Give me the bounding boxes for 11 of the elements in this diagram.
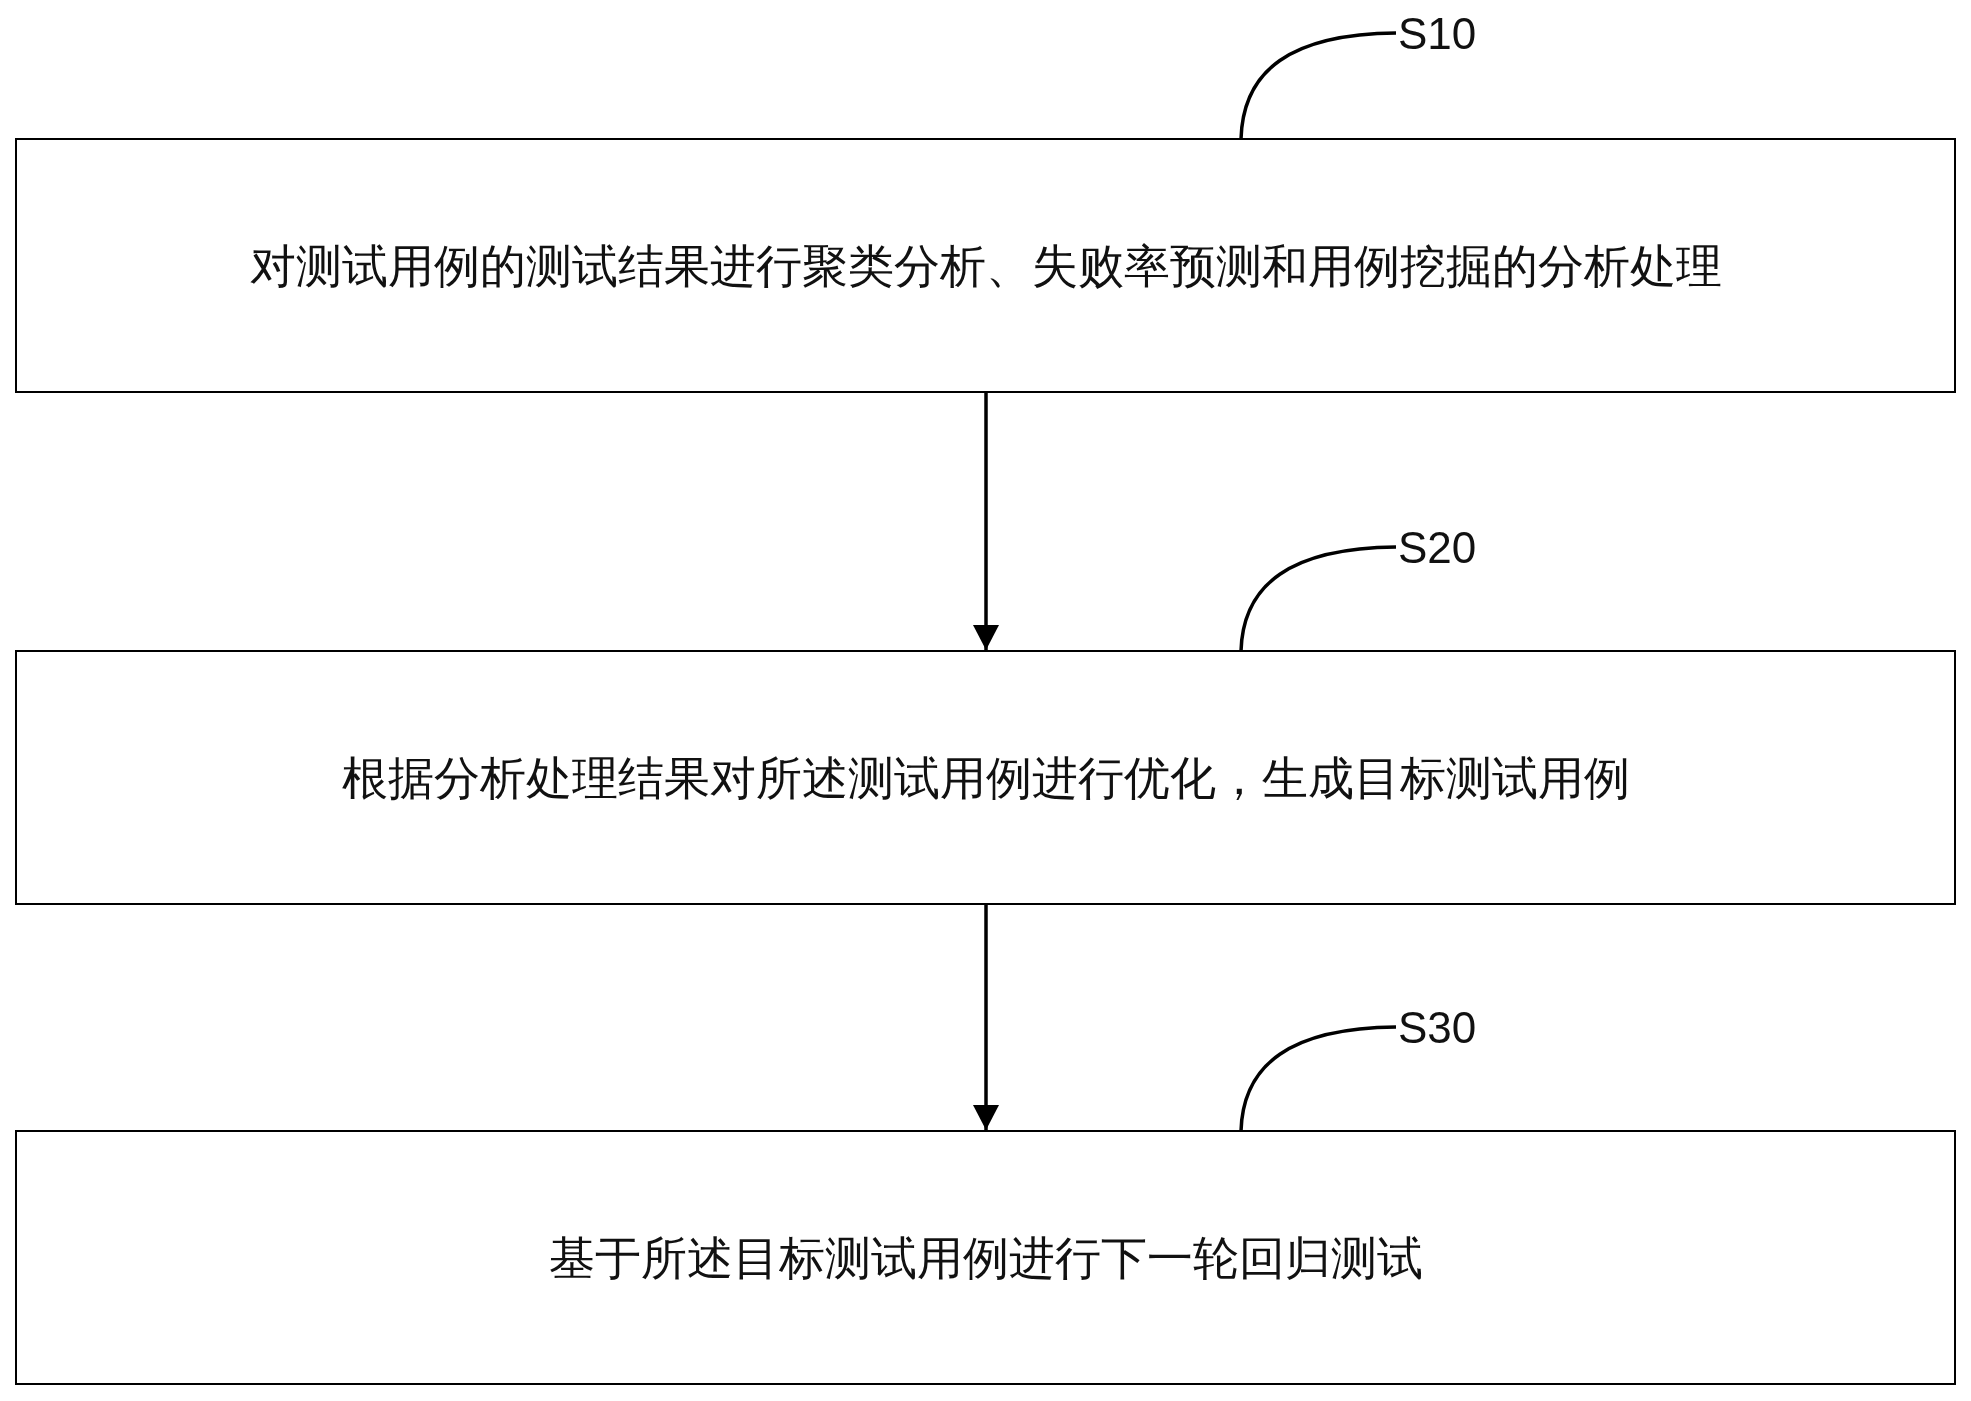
leader-line bbox=[1239, 1025, 1397, 1132]
arrow bbox=[973, 393, 999, 650]
leader-line bbox=[1239, 31, 1397, 140]
process-box: 对测试用例的测试结果进行聚类分析、失败率预测和用例挖掘的分析处理 bbox=[15, 138, 1956, 393]
process-box: 基于所述目标测试用例进行下一轮回归测试 bbox=[15, 1130, 1956, 1385]
step-label: S20 bbox=[1398, 523, 1477, 573]
process-box: 根据分析处理结果对所述测试用例进行优化，生成目标测试用例 bbox=[15, 650, 1956, 905]
step-label: S30 bbox=[1398, 1003, 1477, 1053]
step-label: S10 bbox=[1398, 9, 1477, 59]
arrow bbox=[973, 905, 999, 1130]
leader-line bbox=[1239, 545, 1397, 652]
